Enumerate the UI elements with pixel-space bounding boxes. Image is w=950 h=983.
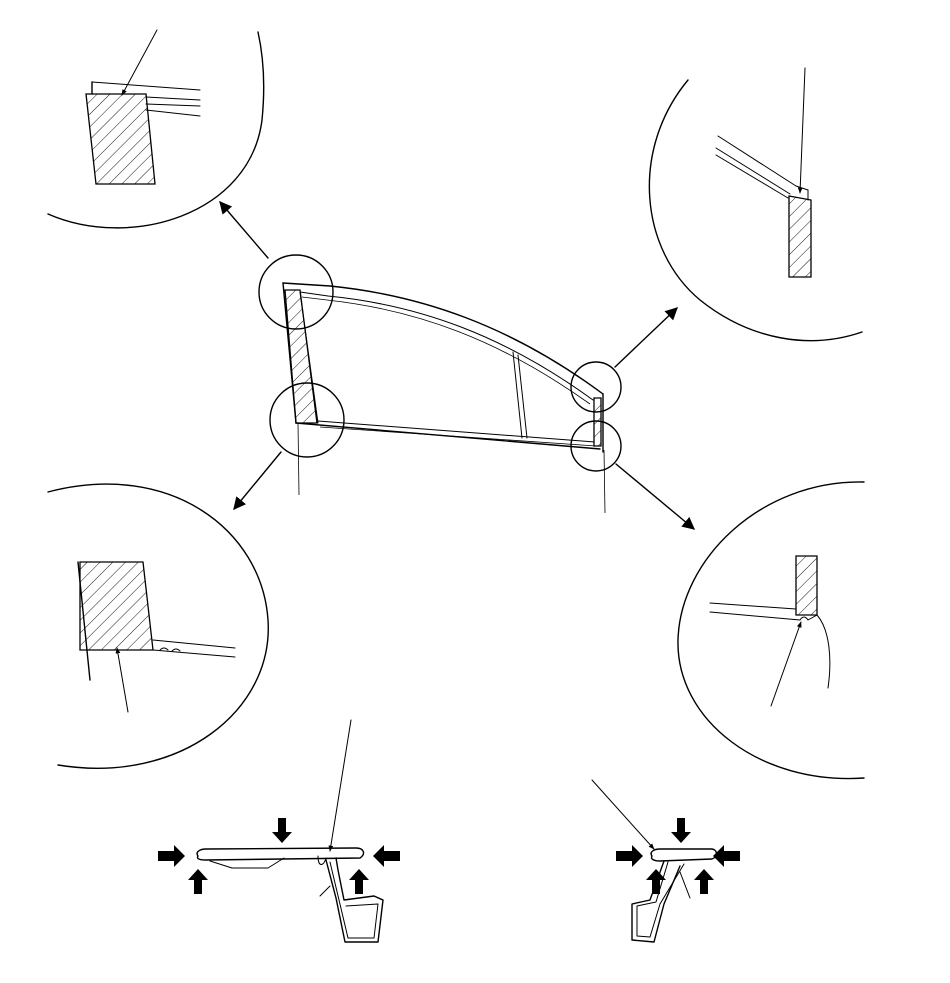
lower-front-rail-1 bbox=[152, 639, 236, 649]
frame-top-outer bbox=[282, 282, 604, 395]
detail-circle-lower-front bbox=[47, 483, 269, 769]
detail-lower-front bbox=[47, 483, 269, 769]
front-section-clip bbox=[317, 855, 327, 865]
lower-front-ridges bbox=[159, 647, 181, 652]
upper-rear-pillar-hatch bbox=[788, 195, 812, 278]
upper-rear-rail-3 bbox=[715, 154, 789, 199]
callout-circle-lower-front bbox=[269, 382, 345, 458]
detail-upper-rear bbox=[648, 67, 863, 342]
door-frame bbox=[282, 282, 606, 514]
detail-upper-front bbox=[47, 29, 265, 229]
upper-front-rail-4 bbox=[145, 109, 201, 117]
front-section-lower-lip bbox=[209, 857, 285, 869]
rear-press-arrow-left bbox=[616, 845, 643, 867]
rear-section-channel-inner bbox=[636, 861, 685, 938]
front-press-arrow-bottom-left bbox=[188, 869, 208, 894]
front-leader-down bbox=[297, 422, 300, 496]
lower-front-pointer bbox=[115, 647, 129, 713]
lower-front-pillar-hatch bbox=[79, 561, 154, 651]
detail-circle-lower-rear bbox=[677, 481, 865, 780]
rear-section-lip bbox=[650, 848, 718, 862]
front-section-channel-outer bbox=[325, 857, 384, 943]
frame-front-inner bbox=[299, 291, 319, 424]
lower-front-rail-2 bbox=[152, 649, 236, 658]
lower-rear-rail-1 bbox=[709, 602, 797, 610]
front-section-channel-inner bbox=[329, 861, 379, 939]
front-press-arrow-top bbox=[272, 818, 292, 843]
lower-rear-clip bbox=[799, 614, 818, 621]
arrow-to-lower-front-detail bbox=[233, 451, 282, 510]
upper-rear-rail-2 bbox=[715, 147, 791, 195]
front-press-arrow-bottom-right bbox=[349, 869, 369, 894]
lower-rear-curve bbox=[816, 614, 831, 689]
rear-leader-down bbox=[603, 449, 606, 514]
callout-circle-upper-front bbox=[258, 254, 334, 330]
upper-front-pillar-hatch bbox=[85, 93, 156, 185]
upper-front-rail-1 bbox=[91, 81, 201, 91]
upper-rear-pointer bbox=[797, 67, 806, 194]
detail-circle-upper-front bbox=[47, 31, 265, 229]
upper-rear-rail-1 bbox=[717, 135, 797, 187]
rear-section-pointer bbox=[591, 779, 655, 850]
frame-top-inner-2 bbox=[301, 296, 591, 405]
lower-front-edge bbox=[77, 561, 91, 681]
frame-front-edge bbox=[282, 282, 297, 424]
front-press-arrow-left bbox=[158, 845, 185, 867]
rear-weatherstrip-section bbox=[591, 779, 740, 943]
front-section-pointer bbox=[328, 719, 352, 852]
frame-belt-inner-2 bbox=[319, 426, 597, 447]
frame-top-inner bbox=[299, 291, 594, 401]
frame-center-bar-2 bbox=[517, 354, 528, 439]
frame-center-bar-1 bbox=[512, 351, 523, 439]
arrow-to-lower-rear-detail bbox=[615, 463, 695, 530]
arrow-to-upper-front-detail bbox=[219, 201, 269, 259]
detail-circle-upper-rear bbox=[648, 79, 863, 342]
frame-belt-inner bbox=[317, 420, 596, 443]
detail-lower-rear bbox=[677, 481, 865, 780]
upper-front-rail-3 bbox=[145, 103, 201, 107]
front-press-arrow-right bbox=[373, 845, 400, 867]
upper-rear-rail-4 bbox=[795, 185, 809, 191]
arrow-to-upper-rear-detail bbox=[614, 307, 678, 368]
lower-rear-pointer bbox=[770, 621, 802, 707]
callout-circle-lower-rear bbox=[570, 420, 622, 472]
upper-front-pointer bbox=[121, 29, 158, 96]
rear-press-arrow-right bbox=[713, 845, 740, 867]
callout-circle-upper-rear bbox=[570, 361, 622, 413]
rear-press-arrow-top bbox=[671, 818, 691, 843]
rear-section-channel-outer bbox=[631, 860, 681, 943]
front-weatherstrip-section bbox=[158, 719, 400, 943]
lower-rear-pillar-hatch bbox=[795, 555, 818, 616]
rear-press-arrow-bottom-left bbox=[646, 869, 666, 894]
front-section-tab bbox=[319, 885, 331, 897]
front-section-lip bbox=[196, 847, 365, 861]
rear-press-arrow-bottom-right bbox=[694, 869, 714, 894]
rear-section-tab bbox=[679, 871, 691, 899]
lower-rear-rail-2 bbox=[709, 611, 801, 621]
upper-front-rail-2 bbox=[145, 96, 201, 101]
rear-pillar-section bbox=[593, 397, 602, 447]
